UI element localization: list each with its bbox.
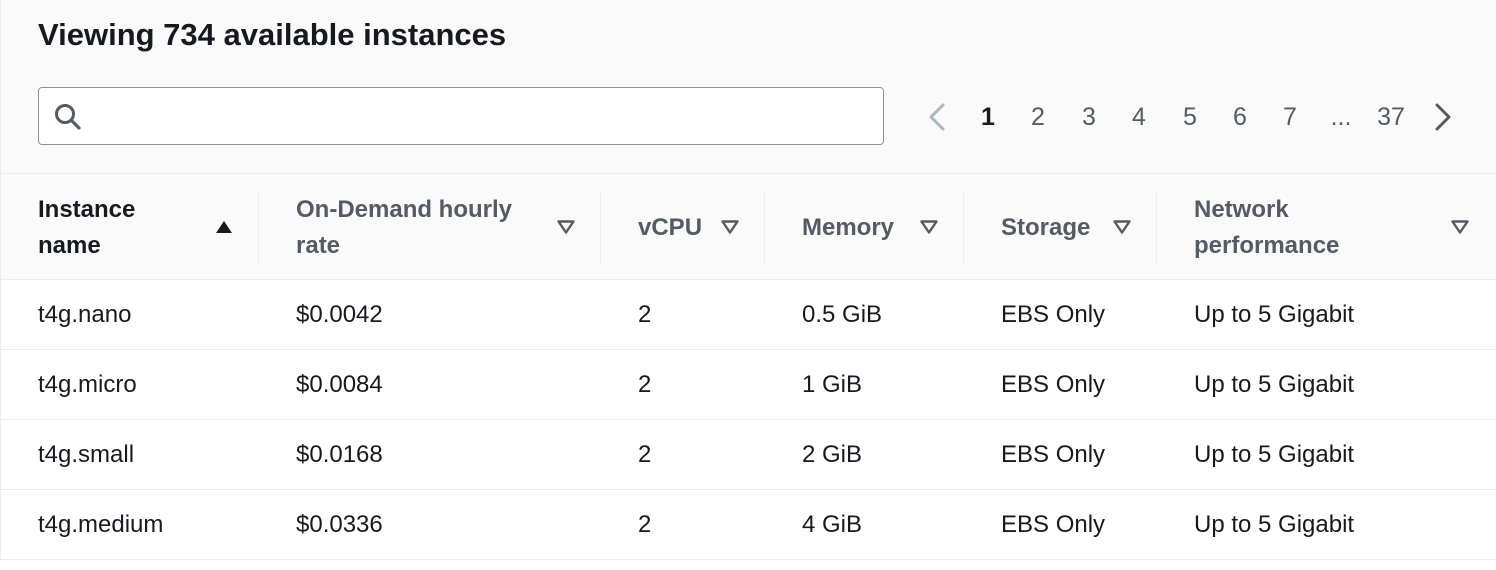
cell-instance-name: t4g.medium <box>38 511 164 538</box>
cell-memory: 2 GiB <box>802 441 863 468</box>
table-header-panel: Viewing 734 available instances 1 2 3 4 … <box>0 0 1496 173</box>
cell-instance-name: t4g.small <box>38 441 135 468</box>
search-input[interactable] <box>95 96 869 138</box>
sort-descending-outline-icon[interactable] <box>919 219 939 235</box>
cell-vcpu: 2 <box>638 301 652 328</box>
cell-storage: EBS Only <box>1001 511 1106 538</box>
sort-descending-outline-icon[interactable] <box>720 219 740 235</box>
cell-hourly-rate: $0.0168 <box>296 441 383 468</box>
page-title: Viewing 734 available instances <box>38 17 507 52</box>
column-header-storage[interactable]: Storage <box>1001 214 1091 241</box>
column-divider[interactable] <box>764 192 765 264</box>
sort-descending-outline-icon[interactable] <box>1112 219 1132 235</box>
cell-memory: 4 GiB <box>802 511 863 538</box>
column-divider[interactable] <box>258 192 259 264</box>
table-row[interactable]: t4g.nano $0.0042 2 0.5 GiB EBS Only Up t… <box>0 280 1496 350</box>
cell-memory: 1 GiB <box>802 371 863 398</box>
page-1-button[interactable]: 1 <box>981 103 995 131</box>
pagination: 1 2 3 4 5 6 7 ... 37 <box>921 96 1469 138</box>
cell-vcpu: 2 <box>638 371 652 398</box>
page-4-button[interactable]: 4 <box>1132 103 1146 131</box>
cell-memory: 0.5 GiB <box>802 301 883 328</box>
page-5-button[interactable]: 5 <box>1183 103 1197 131</box>
column-header-vcpu[interactable]: vCPU <box>638 214 703 241</box>
cell-network-performance: Up to 5 Gigabit <box>1194 511 1355 538</box>
column-header-instance-name[interactable]: Instance name <box>38 196 136 259</box>
sort-descending-outline-icon[interactable] <box>556 219 576 235</box>
chevron-right-icon[interactable] <box>1427 102 1457 132</box>
page-7-button[interactable]: 7 <box>1283 103 1297 131</box>
table-row[interactable]: t4g.micro $0.0084 2 1 GiB EBS Only Up to… <box>0 350 1496 420</box>
table-row[interactable]: t4g.medium $0.0336 2 4 GiB EBS Only Up t… <box>0 490 1496 560</box>
column-divider[interactable] <box>1156 192 1157 264</box>
cell-storage: EBS Only <box>1001 371 1106 398</box>
column-divider[interactable] <box>600 192 601 264</box>
cell-instance-name: t4g.nano <box>38 301 132 328</box>
cell-storage: EBS Only <box>1001 441 1106 468</box>
cell-network-performance: Up to 5 Gigabit <box>1194 371 1355 398</box>
table-row[interactable]: t4g.small $0.0168 2 2 GiB EBS Only Up to… <box>0 420 1496 490</box>
cell-vcpu: 2 <box>638 511 652 538</box>
page-37-button[interactable]: 37 <box>1377 103 1405 131</box>
table-header-row: Instance name On-Demand hourly rate vCPU… <box>0 173 1496 280</box>
cell-network-performance: Up to 5 Gigabit <box>1194 301 1355 328</box>
cell-storage: EBS Only <box>1001 301 1106 328</box>
cell-hourly-rate: $0.0084 <box>296 371 383 398</box>
pagination-ellipsis: ... <box>1330 103 1352 131</box>
search-icon <box>55 104 81 130</box>
page-2-button[interactable]: 2 <box>1031 103 1045 131</box>
cell-hourly-rate: $0.0042 <box>296 301 383 328</box>
cell-network-performance: Up to 5 Gigabit <box>1194 441 1355 468</box>
sort-ascending-icon[interactable] <box>214 219 234 235</box>
column-divider[interactable] <box>963 192 964 264</box>
chevron-left-icon[interactable] <box>923 102 953 132</box>
cell-hourly-rate: $0.0336 <box>296 511 383 538</box>
column-header-hourly-rate[interactable]: On-Demand hourly rate <box>296 196 513 259</box>
page-6-button[interactable]: 6 <box>1233 103 1247 131</box>
cell-instance-name: t4g.micro <box>38 371 137 398</box>
column-header-memory[interactable]: Memory <box>802 214 895 241</box>
cell-vcpu: 2 <box>638 441 652 468</box>
column-header-network-performance[interactable]: Network performance <box>1194 196 1340 259</box>
sort-descending-outline-icon[interactable] <box>1450 219 1470 235</box>
search-field[interactable] <box>38 87 884 145</box>
page-3-button[interactable]: 3 <box>1082 103 1096 131</box>
